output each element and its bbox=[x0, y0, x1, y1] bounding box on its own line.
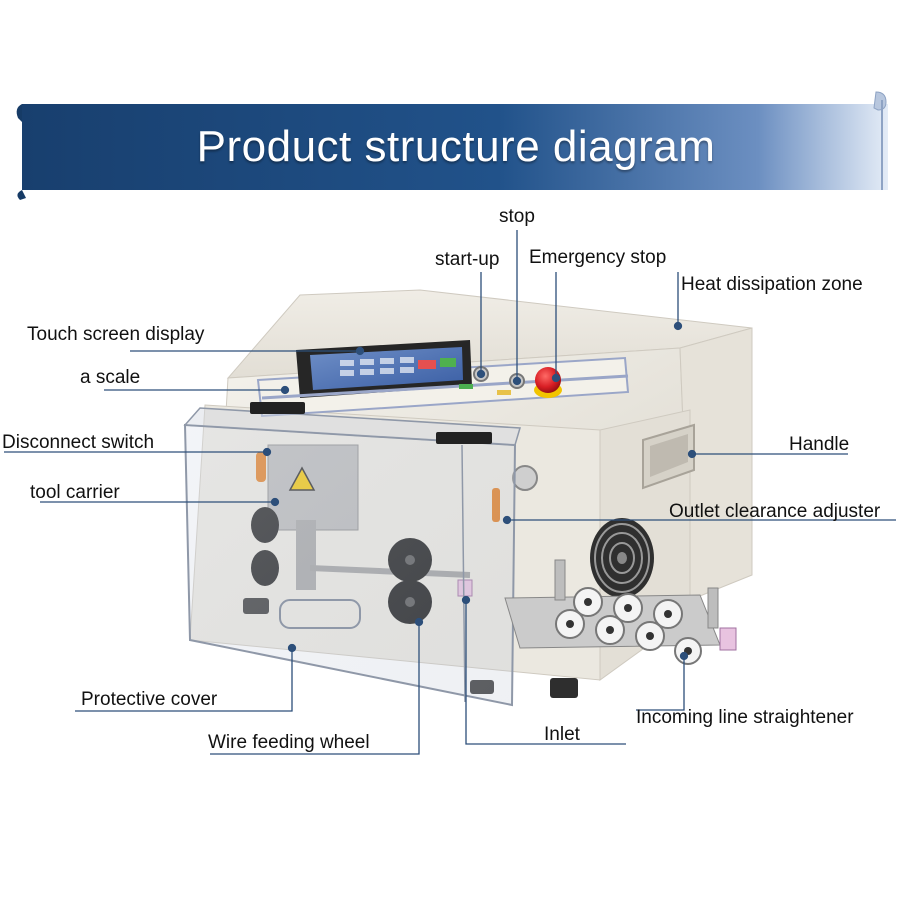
label-inlet: Inlet bbox=[544, 724, 580, 745]
label-protective-cover: Protective cover bbox=[81, 689, 218, 710]
label-tool-carrier: tool carrier bbox=[30, 482, 120, 503]
label-stop: stop bbox=[499, 206, 535, 227]
label-heat-dissipation-zone: Heat dissipation zone bbox=[681, 274, 863, 295]
touch-screen-buttons bbox=[340, 357, 414, 376]
label-start-up: start-up bbox=[435, 249, 500, 270]
line-straightener bbox=[504, 559, 737, 665]
cooling-fan bbox=[590, 518, 654, 598]
label-touch-screen-display: Touch screen display bbox=[27, 324, 205, 345]
label-wire-feeding-wheel: Wire feeding wheel bbox=[208, 732, 370, 753]
title-banner bbox=[16, 91, 888, 200]
label-a-scale: a scale bbox=[80, 367, 141, 388]
label-incoming-line-straightener: Incoming line straightener bbox=[636, 707, 854, 728]
page-title: Product structure diagram bbox=[196, 122, 716, 171]
leader-lines bbox=[4, 230, 896, 755]
label-disconnect-switch: Disconnect switch bbox=[2, 432, 155, 453]
protective-cover bbox=[183, 402, 521, 707]
label-handle: Handle bbox=[789, 434, 850, 455]
handle bbox=[642, 423, 695, 490]
label-emergency-stop: Emergency stop bbox=[529, 247, 667, 268]
control-panel bbox=[256, 340, 630, 418]
label-outlet-clearance-adjuster: Outlet clearance adjuster bbox=[669, 501, 881, 522]
